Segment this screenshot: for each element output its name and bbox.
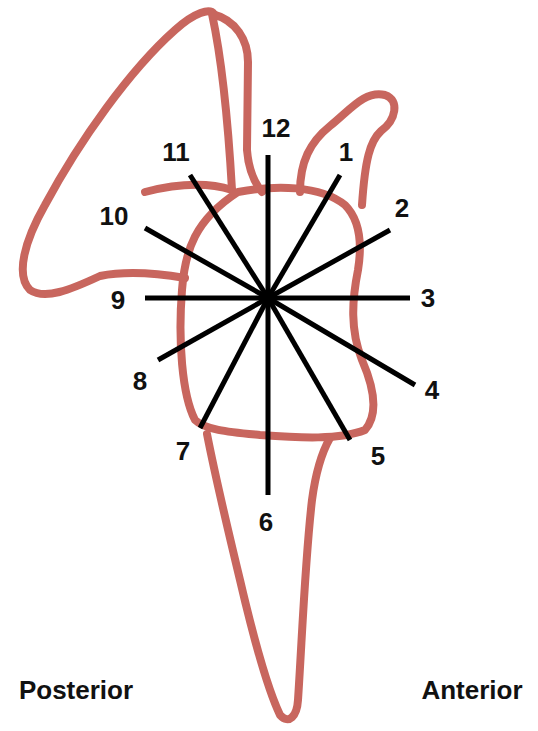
clock-line xyxy=(145,296,268,301)
clock-line xyxy=(145,228,268,298)
clock-line xyxy=(268,230,390,298)
clock-number: 9 xyxy=(111,287,125,313)
clock-number: 8 xyxy=(133,368,147,394)
clock-number: 5 xyxy=(371,443,385,469)
direction-label: Posterior xyxy=(19,677,133,703)
clock-number: 6 xyxy=(259,509,273,535)
clock-number: 4 xyxy=(425,377,439,403)
clock-line xyxy=(158,298,268,360)
clock-number: 12 xyxy=(262,115,291,141)
clock-number: 10 xyxy=(100,203,129,229)
clock-number: 2 xyxy=(395,195,409,221)
clock-line xyxy=(268,298,415,385)
clock-line xyxy=(266,155,271,298)
spine-strip xyxy=(212,14,262,192)
clock-line xyxy=(268,298,350,440)
direction-label: Anterior xyxy=(421,677,522,703)
clock-line xyxy=(266,298,271,495)
acromion-edge xyxy=(145,185,232,192)
clock-number: 11 xyxy=(162,139,190,165)
clock-number: 3 xyxy=(421,285,435,311)
clock-line xyxy=(268,296,410,301)
clock-number: 1 xyxy=(339,139,353,165)
clock-number: 7 xyxy=(176,438,190,464)
clock-line xyxy=(190,175,268,298)
